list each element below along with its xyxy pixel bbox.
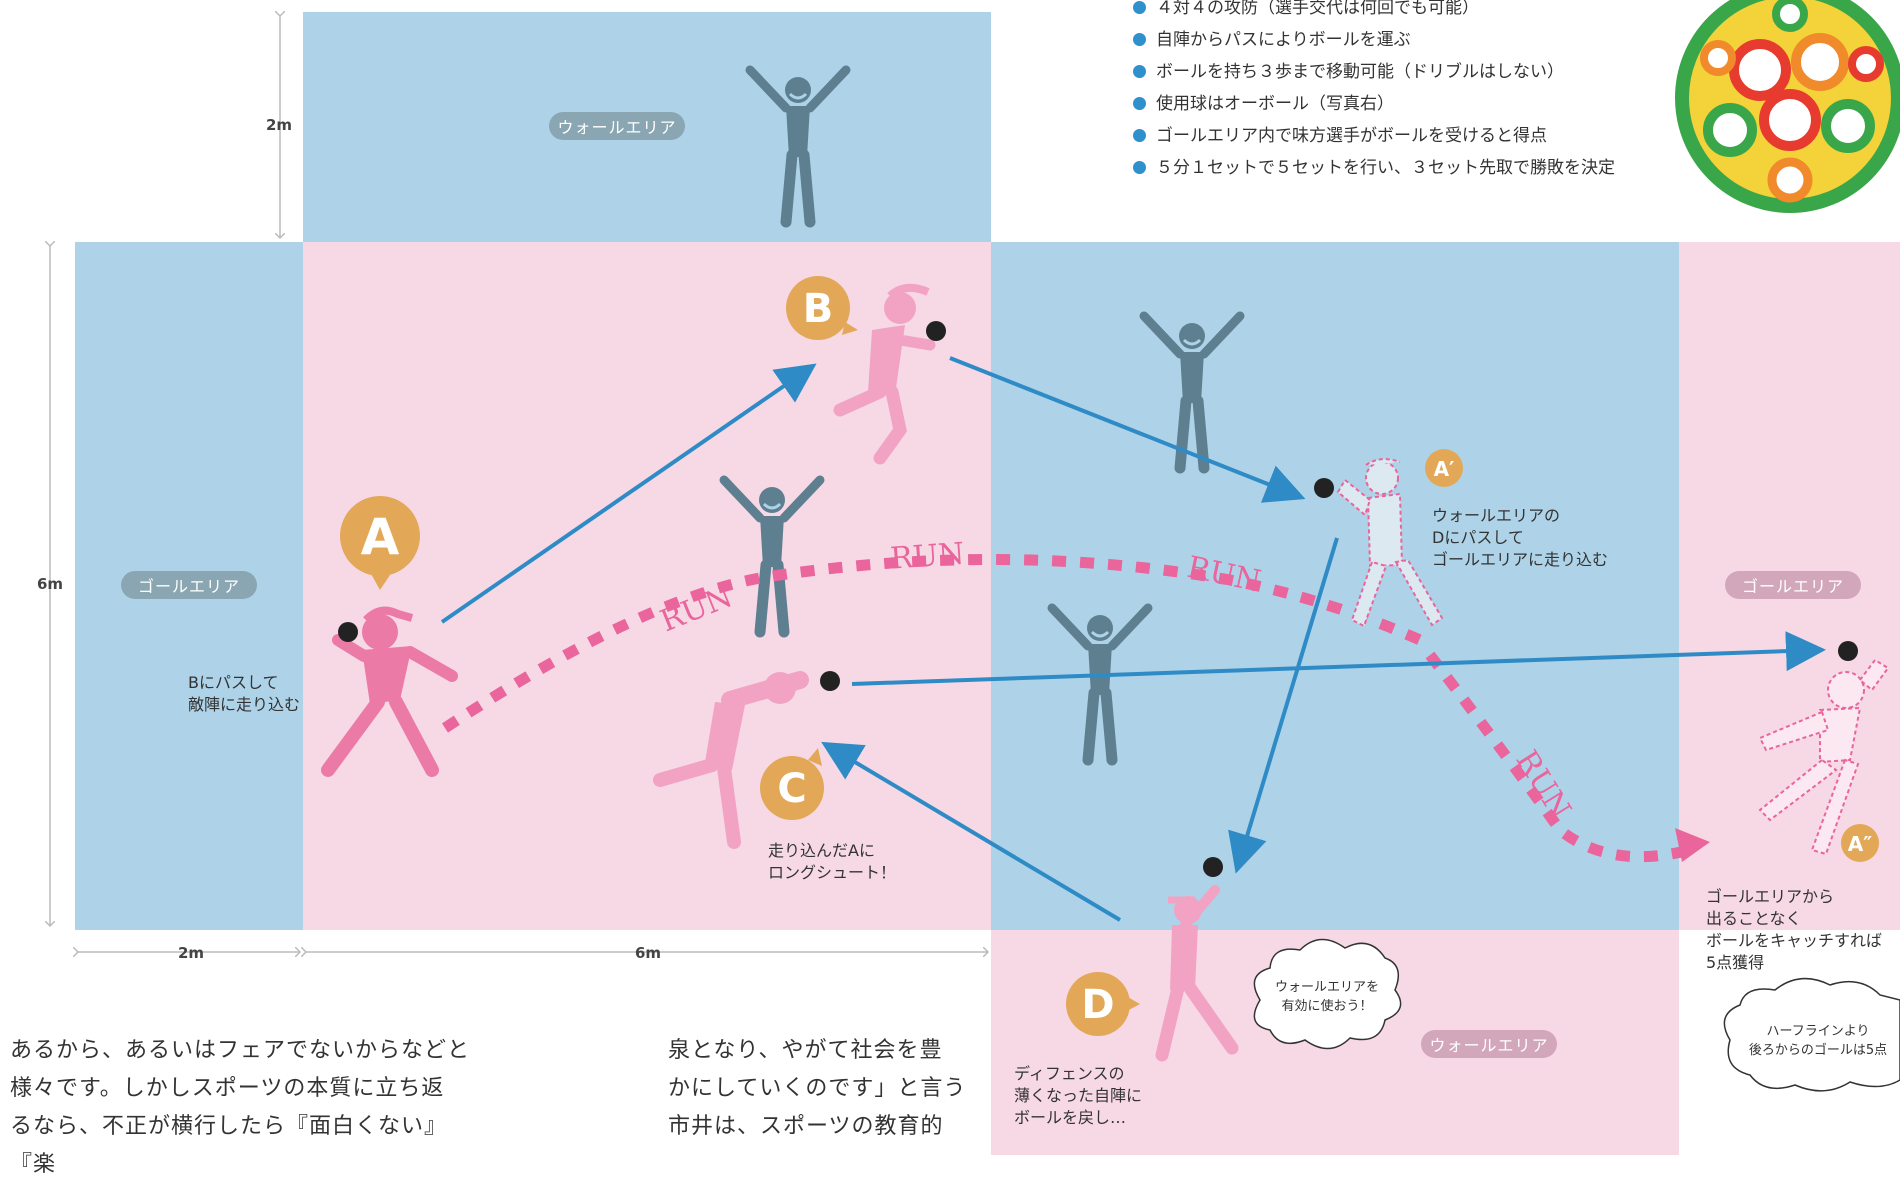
run-arrowhead — [1675, 828, 1710, 862]
cloud-wall-tip-text: ウォールエリアを 有効に使おう！ — [1274, 980, 1379, 1014]
bullet-dot-icon — [1133, 97, 1146, 110]
defender-3 — [1052, 608, 1148, 760]
annotation-c: 走り込んだAに ロングシュート！ — [768, 841, 897, 882]
rule-item: ボールを持ち３歩まで移動可能（ドリブルはしない） — [1133, 56, 1564, 88]
annotation-d: ディフェンスの 薄くなった自陣に ボールを戻し… — [1014, 1064, 1143, 1127]
player-c-badge — [760, 748, 824, 820]
wall-area-top-label: ウォールエリア — [549, 112, 685, 140]
badge-letter-d: D — [1081, 982, 1114, 1028]
dim-bottom-middle: 6m — [635, 944, 662, 962]
player-a-prime-badge — [1425, 449, 1463, 487]
wall-area-bottom-label: ウォールエリア — [1421, 1030, 1557, 1058]
cloud-wall-tip-shape — [1253, 938, 1402, 1050]
pass-arrow-b-to-aprime — [949, 356, 1306, 503]
run-path-1 — [441, 554, 1423, 733]
badge-letter-a-double-prime: A″ — [1848, 832, 1872, 856]
pass-arrow-a-to-b — [440, 363, 817, 624]
bullet-dot-icon — [1133, 129, 1146, 142]
player-a-badge — [340, 496, 420, 590]
pass-arrow-d-to-c — [821, 741, 1122, 922]
o-ball-photo — [1675, 0, 1900, 213]
dim-bottom-left: 2m — [178, 944, 205, 962]
cloud-half-line-text: ハーフラインより 後ろからのゴールは5点 — [1748, 1024, 1888, 1058]
annotation-a-double-prime: ゴールエリアから 出ることなく ボールをキャッチすれば 5点獲得 — [1706, 887, 1883, 972]
player-b-figure — [833, 283, 946, 465]
rule-item: 使用球はオーボール（写真右） — [1133, 88, 1394, 120]
enemy-half-zone — [991, 242, 1679, 930]
player-d-badge — [1066, 972, 1140, 1036]
run-label-2: RUN — [889, 536, 965, 576]
badge-letter-a: A — [361, 508, 400, 566]
rule-item: 自陣からパスによりボールを運ぶ — [1133, 24, 1411, 56]
goal-area-left-label: ゴールエリア — [121, 571, 257, 599]
player-a-figure — [321, 606, 458, 777]
bullet-dot-icon — [1133, 1, 1146, 14]
defender-wall-top — [750, 70, 846, 222]
player-a-double-prime-badge — [1841, 824, 1879, 862]
player-b-badge — [786, 276, 858, 340]
rule-item: ５分１セットで５セットを行い、３セット先取で勝敗を決定 — [1133, 152, 1615, 184]
run-label-4: RUN — [1509, 744, 1578, 825]
ball-a-double-prime — [1838, 641, 1858, 661]
rule-item: ４対４の攻防（選手交代は何回でも可能） — [1133, 0, 1479, 24]
badge-letter-a-prime: A′ — [1434, 457, 1455, 481]
article-text-left: あるから、あるいはフェアでないからなどと 様々です。しかしスポーツの本質に立ち返… — [10, 1038, 471, 1177]
defender-1 — [724, 480, 820, 632]
badge-letter-b: B — [803, 286, 834, 332]
field-diagram: A B C D A′ A″ RUN RUN RUN RUN — [0, 0, 1900, 1092]
bullet-dot-icon — [1133, 33, 1146, 46]
player-d-figure — [1155, 857, 1239, 1062]
ball-a-prime — [1314, 478, 1334, 498]
pass-arrow-aprime-to-d — [1228, 537, 1339, 874]
rule-item: ゴールエリア内で味方選手がボールを受けると得点 — [1133, 120, 1547, 152]
bullet-dot-icon — [1133, 161, 1146, 174]
dim-top-height: 2m — [266, 116, 293, 134]
player-a-double-prime-figure — [1758, 658, 1890, 856]
annotation-a: Bにパスして 敵陣に走り込む — [188, 673, 301, 714]
dim-field-height: 6m — [37, 575, 64, 593]
cloud-half-line-shape — [1723, 977, 1900, 1092]
player-c-figure — [653, 671, 840, 849]
run-path-2 — [1425, 651, 1692, 863]
run-label-3: RUN — [1184, 550, 1264, 600]
article-text-right: 泉となり、やがて社会を豊 かにしていくのです」と言う 市井は、スポーツの教育的 — [668, 1038, 967, 1139]
bullet-dot-icon — [1133, 65, 1146, 78]
player-a-prime-figure — [1336, 458, 1444, 628]
pass-arrow-c-to-adoubleprime — [851, 631, 1826, 686]
goal-area-right-label: ゴールエリア — [1725, 571, 1861, 599]
defender-2 — [1144, 316, 1240, 468]
badge-letter-c: C — [777, 766, 806, 812]
annotation-a-prime: ウォールエリアの Dにパスして ゴールエリアに走り込む — [1432, 506, 1609, 569]
run-label-1: RUN — [656, 579, 738, 639]
